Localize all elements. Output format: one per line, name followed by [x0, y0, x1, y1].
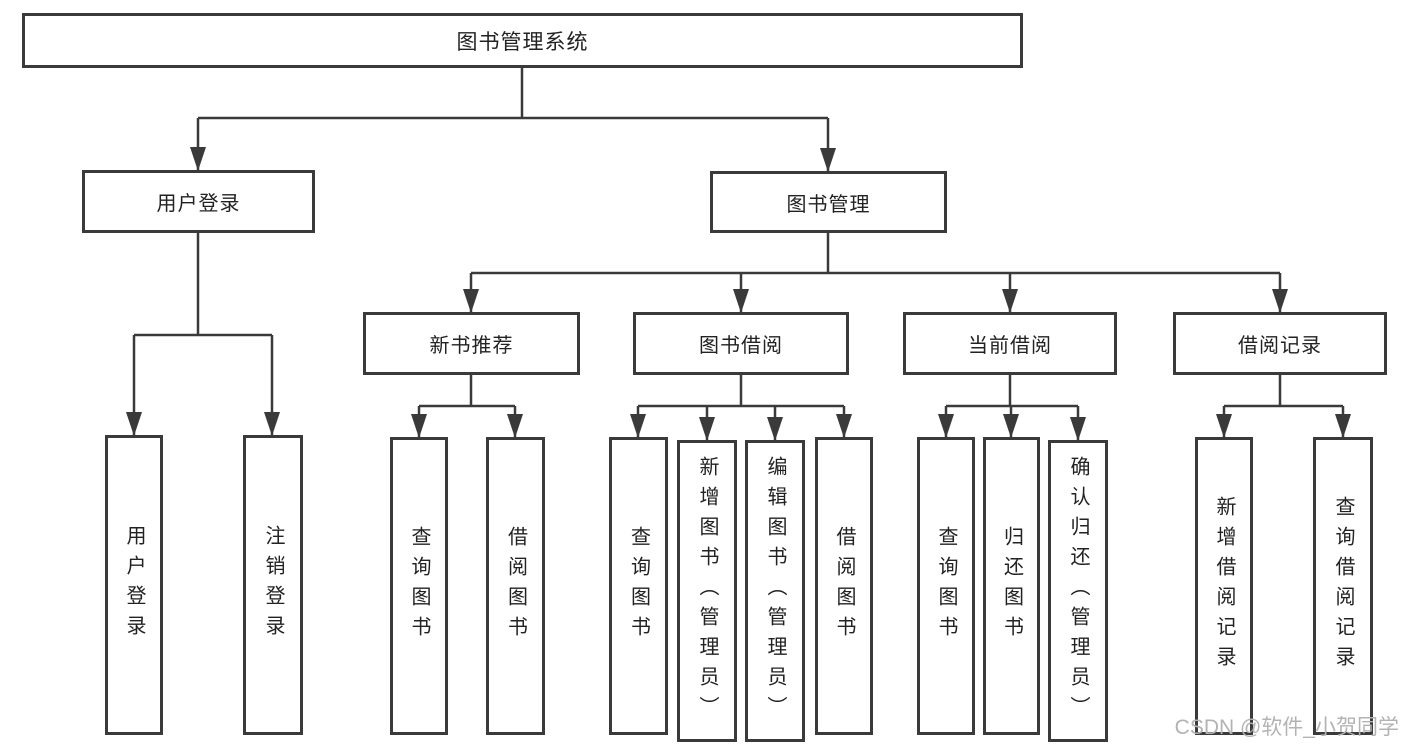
- node-label: 归还图书: [1000, 526, 1023, 646]
- connector-recommend-split: [419, 375, 515, 408]
- connector-records-split: [1224, 375, 1343, 408]
- node-label: 查询借阅记录: [1332, 496, 1354, 676]
- node-leaf-records-add-record: 新增借阅记录: [1195, 437, 1253, 735]
- node-label: 查询图书: [627, 526, 650, 646]
- node-label: 新书推荐: [429, 335, 514, 357]
- connector-borrow-split: [638, 375, 844, 408]
- connector-root-split: [198, 68, 828, 120]
- node-leaf-borrow-borrow-book: 借阅图书: [815, 437, 873, 735]
- node-label: 查询图书: [935, 526, 957, 646]
- node-label: 借阅图书: [504, 526, 527, 646]
- node-label: 图书管理: [786, 193, 871, 216]
- node-label: 编辑图书（管理员）: [764, 456, 786, 726]
- node-label: 注销登录: [262, 525, 284, 645]
- node-leaf-logout: 注销登录: [243, 435, 303, 735]
- node-book-borrow: 图书借阅: [633, 312, 849, 375]
- node-leaf-current-confirm-return: 确认归还（管理员）: [1048, 440, 1108, 742]
- node-leaf-recommend-borrow-book: 借阅图书: [486, 437, 545, 735]
- node-label: 用户登录: [156, 193, 241, 215]
- node-label: 当前借阅: [968, 335, 1052, 357]
- node-current-borrow: 当前借阅: [903, 312, 1117, 375]
- connector-manage-split: [471, 233, 1280, 275]
- node-leaf-records-query-record: 查询借阅记录: [1313, 437, 1373, 735]
- node-label: 新增借阅记录: [1213, 496, 1235, 676]
- node-leaf-do-login: 用户登录: [105, 435, 163, 735]
- connector-login-split: [134, 233, 272, 337]
- node-label: 借阅图书: [833, 526, 855, 646]
- node-leaf-current-query-book: 查询图书: [917, 437, 975, 735]
- node-new-book-recommend: 新书推荐: [363, 312, 580, 375]
- csdn-watermark: CSDN @软件_小贺同学: [1174, 716, 1399, 739]
- node-label: 查询图书: [408, 526, 430, 646]
- node-label: 确认归还（管理员）: [1067, 456, 1089, 726]
- node-leaf-borrow-add-book: 新增图书（管理员）: [677, 440, 737, 742]
- node-label: 用户登录: [123, 525, 145, 645]
- node-label: 借阅记录: [1238, 335, 1322, 357]
- node-book-manage: 图书管理: [710, 171, 947, 233]
- connector-current-split: [946, 375, 1078, 408]
- node-user-login: 用户登录: [82, 170, 315, 233]
- node-label: 图书借阅: [699, 335, 783, 357]
- node-leaf-recommend-query-book: 查询图书: [390, 437, 448, 735]
- node-borrow-records: 借阅记录: [1173, 312, 1387, 375]
- node-label: 新增图书（管理员）: [696, 456, 718, 726]
- node-system-root: 图书管理系统: [22, 13, 1023, 68]
- node-label: 图书管理系统: [456, 30, 589, 54]
- node-leaf-current-return-book: 归还图书: [983, 437, 1040, 735]
- node-leaf-borrow-query-book: 查询图书: [609, 437, 668, 735]
- node-leaf-borrow-edit-book: 编辑图书（管理员）: [745, 440, 805, 742]
